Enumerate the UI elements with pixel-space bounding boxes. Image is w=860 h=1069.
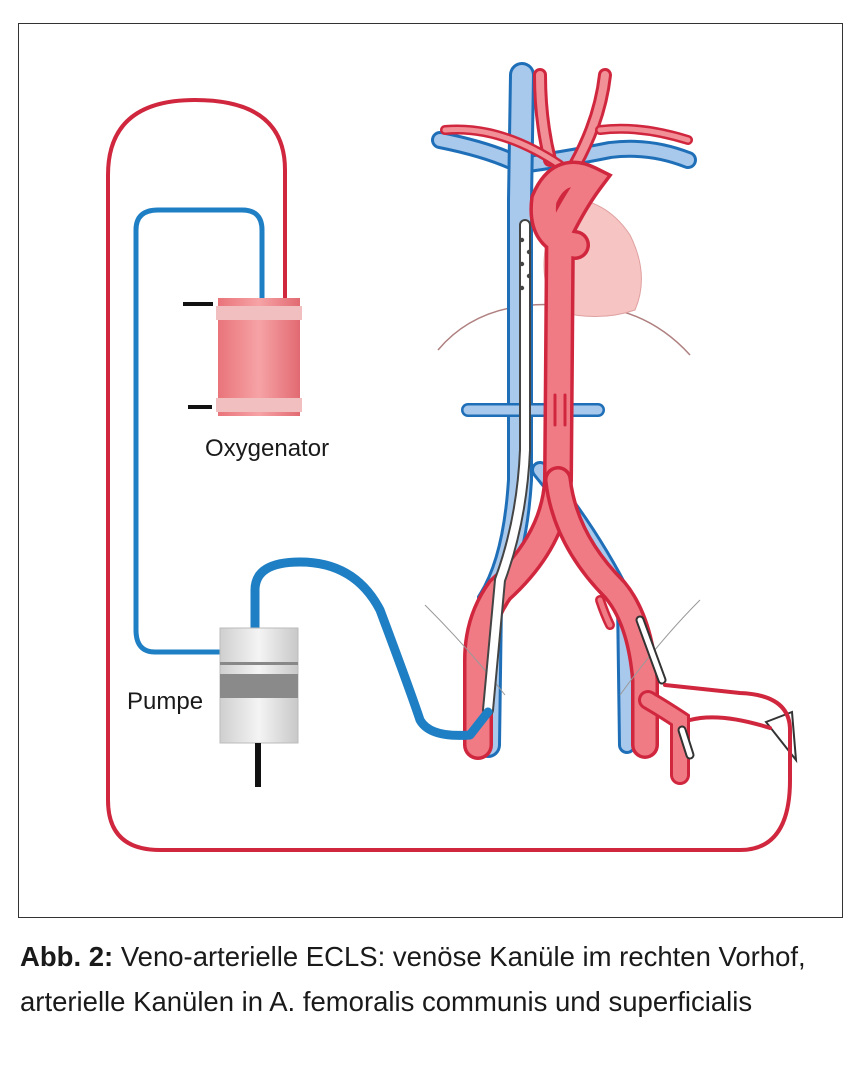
arterial-return-line	[106, 98, 792, 852]
arteries	[440, 68, 693, 785]
oxygenator	[183, 298, 302, 416]
pump	[219, 627, 299, 787]
venous-cannula	[482, 219, 532, 716]
ecls-tubing	[106, 98, 792, 852]
arterial-branch-line	[688, 715, 772, 730]
oxygenator-label: Oxygenator	[205, 435, 330, 462]
caption-text: Veno-arterielle ECLS: venöse Kanüle im r…	[20, 941, 806, 1017]
suture-threads	[424, 599, 701, 696]
figure-frame	[18, 23, 843, 918]
figure-caption: Abb. 2: Veno-arterielle ECLS: venöse Kan…	[20, 934, 850, 1024]
pump-to-oxygenator-line	[133, 207, 265, 655]
ecls-diagram	[106, 62, 798, 852]
venous-drainage-line	[250, 557, 493, 740]
caption-label: Abb. 2:	[20, 941, 114, 972]
pump-label: Pumpe	[127, 688, 204, 715]
